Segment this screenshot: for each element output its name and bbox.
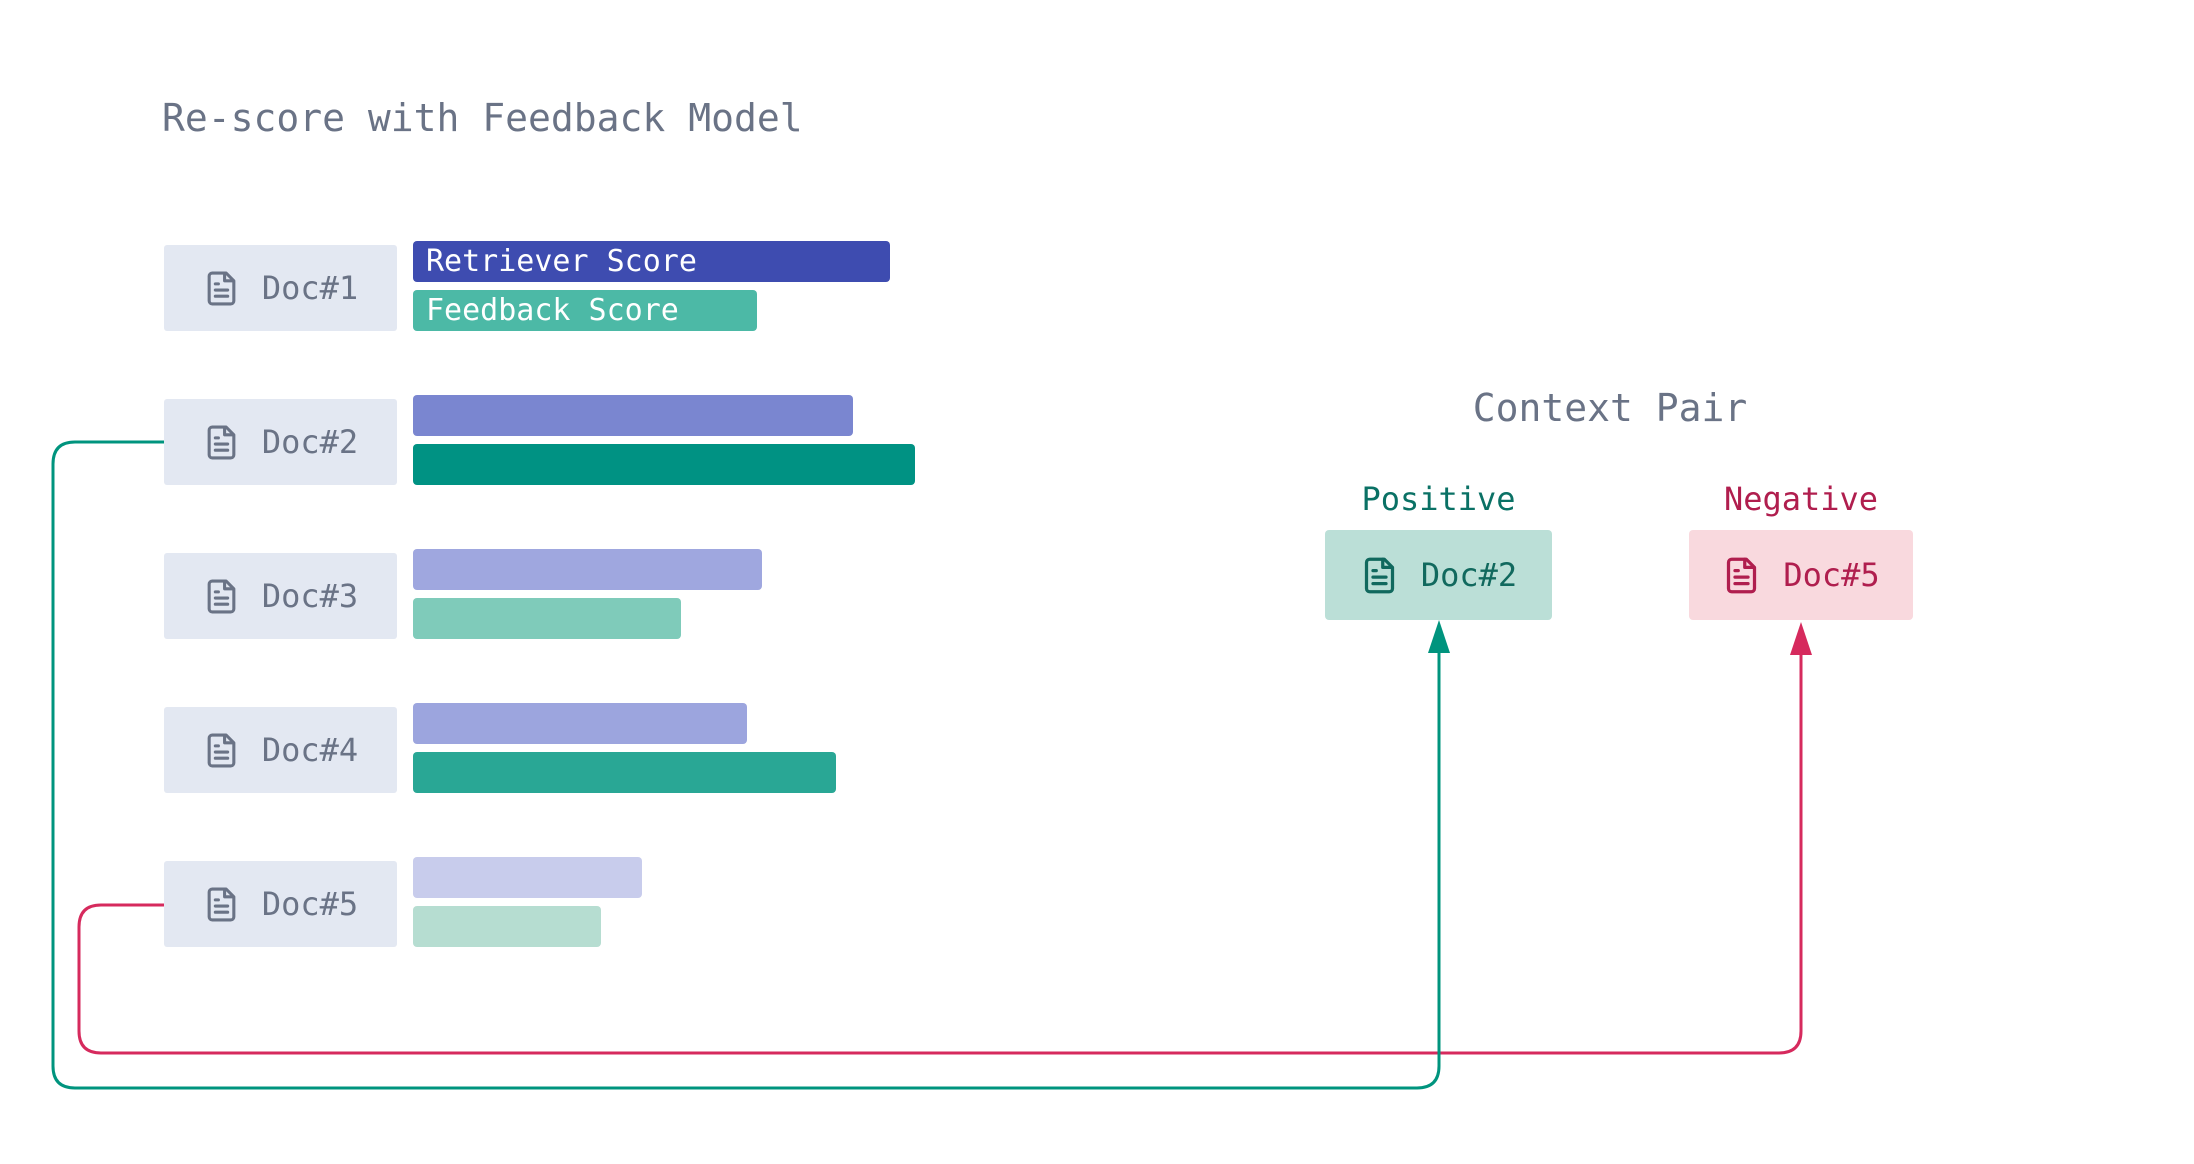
retriever-score-bar [413, 395, 853, 436]
doc-card: Doc#5 [164, 861, 397, 947]
doc-label: Doc#5 [261, 885, 359, 923]
negative-label: Negative [1723, 480, 1879, 518]
doc-card: Doc#2 [164, 399, 397, 485]
file-text-icon [1722, 556, 1761, 595]
doc-row: Doc#2 [164, 395, 1264, 489]
arrow-up-icon [1790, 622, 1812, 655]
positive-doc-label: Doc#2 [1420, 556, 1518, 594]
positive-doc-card: Doc#2 [1325, 530, 1552, 620]
retriever-score-bar [413, 857, 642, 898]
file-text-icon [203, 270, 240, 307]
file-text-icon [203, 732, 240, 769]
connector-negative-line [77, 651, 1803, 1055]
retriever-score-bar: Retriever Score [413, 241, 890, 282]
doc-card: Doc#3 [164, 553, 397, 639]
file-text-icon [203, 424, 240, 461]
feedback-score-bar: Feedback Score [413, 290, 757, 331]
doc-label: Doc#1 [261, 269, 359, 307]
retriever-bar-label: Retriever Score [426, 244, 697, 279]
feedback-score-bar [413, 906, 601, 947]
doc-card: Doc#4 [164, 707, 397, 793]
doc-label: Doc#4 [261, 731, 359, 769]
negative-doc-label: Doc#5 [1783, 556, 1880, 594]
feedback-score-bar [413, 752, 836, 793]
negative-doc-card: Doc#5 [1689, 530, 1913, 620]
doc-card: Doc#1 [164, 245, 397, 331]
diagram-title: Re-score with Feedback Model [162, 96, 803, 140]
doc-row: Doc#4 [164, 703, 1264, 797]
retriever-score-bar [413, 703, 747, 744]
doc-label: Doc#2 [261, 423, 359, 461]
positive-label: Positive [1361, 480, 1516, 518]
arrow-up-icon [1428, 620, 1450, 653]
feedback-score-bar [413, 598, 681, 639]
doc-row: Doc#3 [164, 549, 1264, 643]
doc-row: Doc#5 [164, 857, 1264, 951]
retriever-score-bar [413, 549, 762, 590]
connector-positive-line [51, 440, 1441, 1090]
feedback-bar-label: Feedback Score [426, 293, 679, 328]
file-text-icon [1360, 556, 1399, 595]
file-text-icon [203, 578, 240, 615]
file-text-icon [203, 886, 240, 923]
doc-label: Doc#3 [261, 577, 359, 615]
feedback-score-bar [413, 444, 915, 485]
context-pair-title: Context Pair [1472, 386, 1748, 430]
doc-row: Doc#1 Retriever Score Feedback Score [164, 241, 1264, 335]
